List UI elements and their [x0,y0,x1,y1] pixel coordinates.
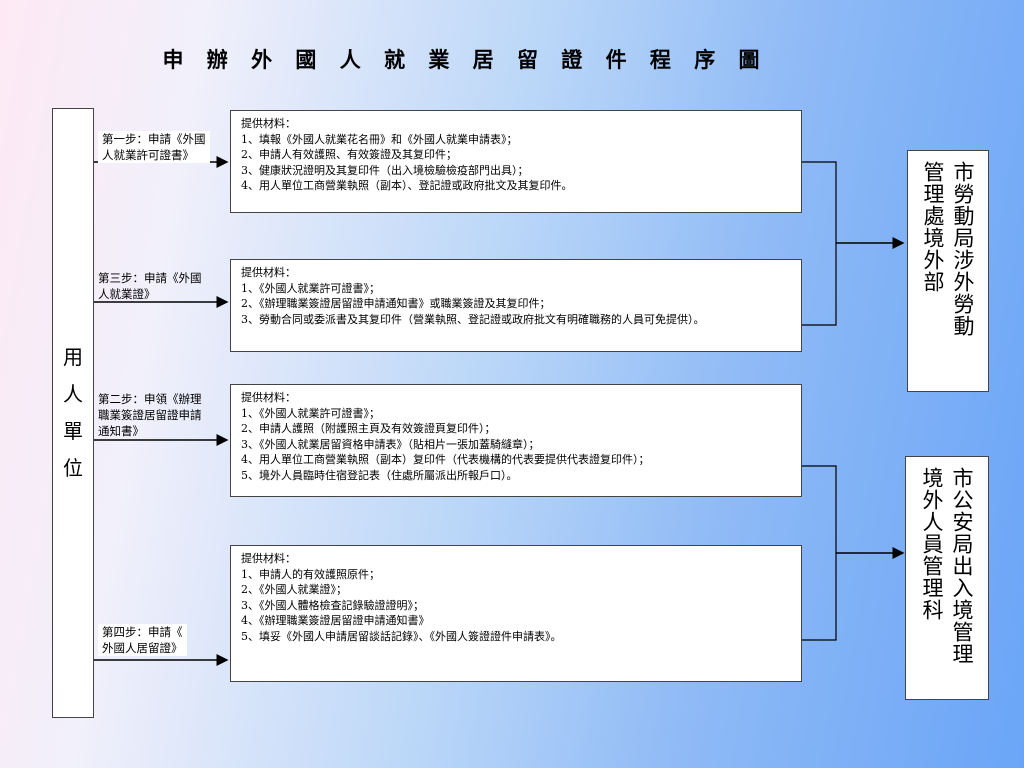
employer-char: 用 [63,345,83,369]
materials-box-step2: 提供材料： 1、《外國人就業許可證書》； 2、申請人護照（附護照主頁及有效簽證頁… [230,384,802,497]
step-3-label: 第三步：申請《外國 人就業證》 [98,271,202,301]
employer-char: 人 [63,382,83,406]
materials-box-step1: 提供材料： 1、填報《外國人就業花名冊》和《外國人就業申請表》； 2、申請人有效… [230,110,802,213]
labour-bureau-name-col1: 市勞動局涉外勞動 [951,161,975,337]
step-4-label: 第四步：申請《 外國人居留證》 [98,624,187,656]
labour-bureau-box: 市勞動局涉外勞動 管理處境外部 [907,150,989,392]
step-2-label: 第二步：申領《辦理 職業簽證居留證申請 通知書》 [98,392,202,438]
materials-box-step4: 提供材料： 1、申請人的有效護照原件； 2、《外國人就業證》； 3、《外國人體格… [230,545,802,682]
police-bureau-name-col2: 境外人員管理科 [920,467,944,621]
employer-char: 位 [63,456,83,480]
bracket-police [802,465,837,641]
police-bureau-box: 市公安局出入境管理 境外人員管理科 [905,456,989,700]
employer-box: 用 人 單 位 [52,108,94,718]
labour-bureau-name-col2: 管理處境外部 [921,161,945,293]
step-1-label: 第一步：申請《外國 人就業許可證書》 [98,131,210,163]
bracket-labour [802,161,837,326]
materials-box-step3: 提供材料： 1、《外國人就業許可證書》； 2、《辦理職業簽證居留證申請通知書》或… [230,259,802,352]
employer-char: 單 [63,419,83,443]
page-title: 申 辦 外 國 人 就 業 居 留 證 件 程 序 圖 [162,48,768,72]
police-bureau-name-col1: 市公安局出入境管理 [950,467,974,665]
